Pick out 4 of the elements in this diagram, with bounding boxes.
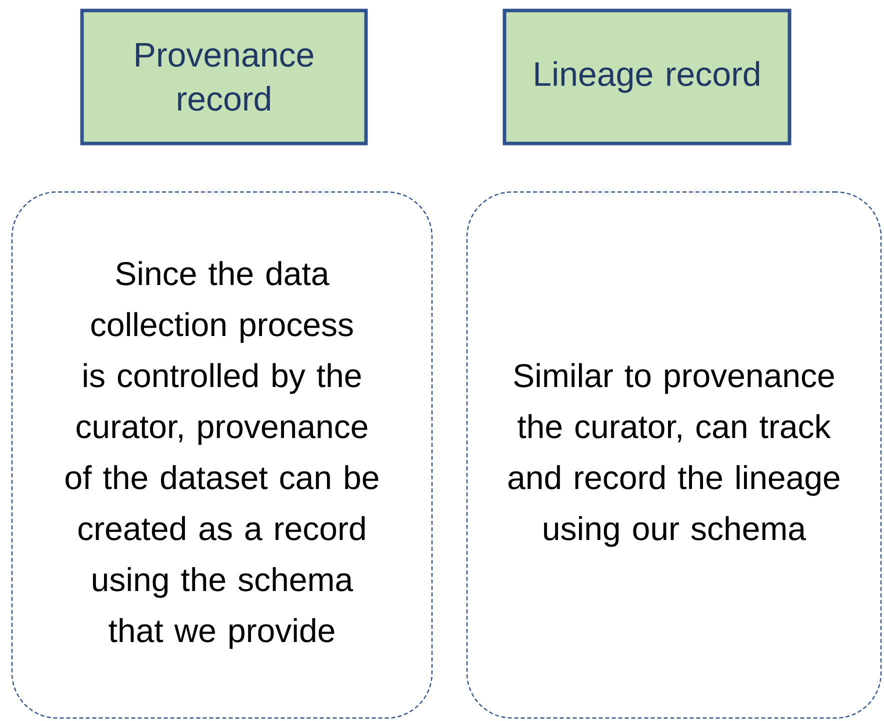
description-box: Similar to provenance the curator, can track and record the lineage using our schema xyxy=(466,191,882,719)
description-box: Since the data collection process is controlled by the curator, provenance of the dataset can be created as a record using the schema that we provide xyxy=(11,191,433,719)
title-box: Lineage record xyxy=(502,8,792,146)
title-box: Provenance record xyxy=(80,8,368,146)
